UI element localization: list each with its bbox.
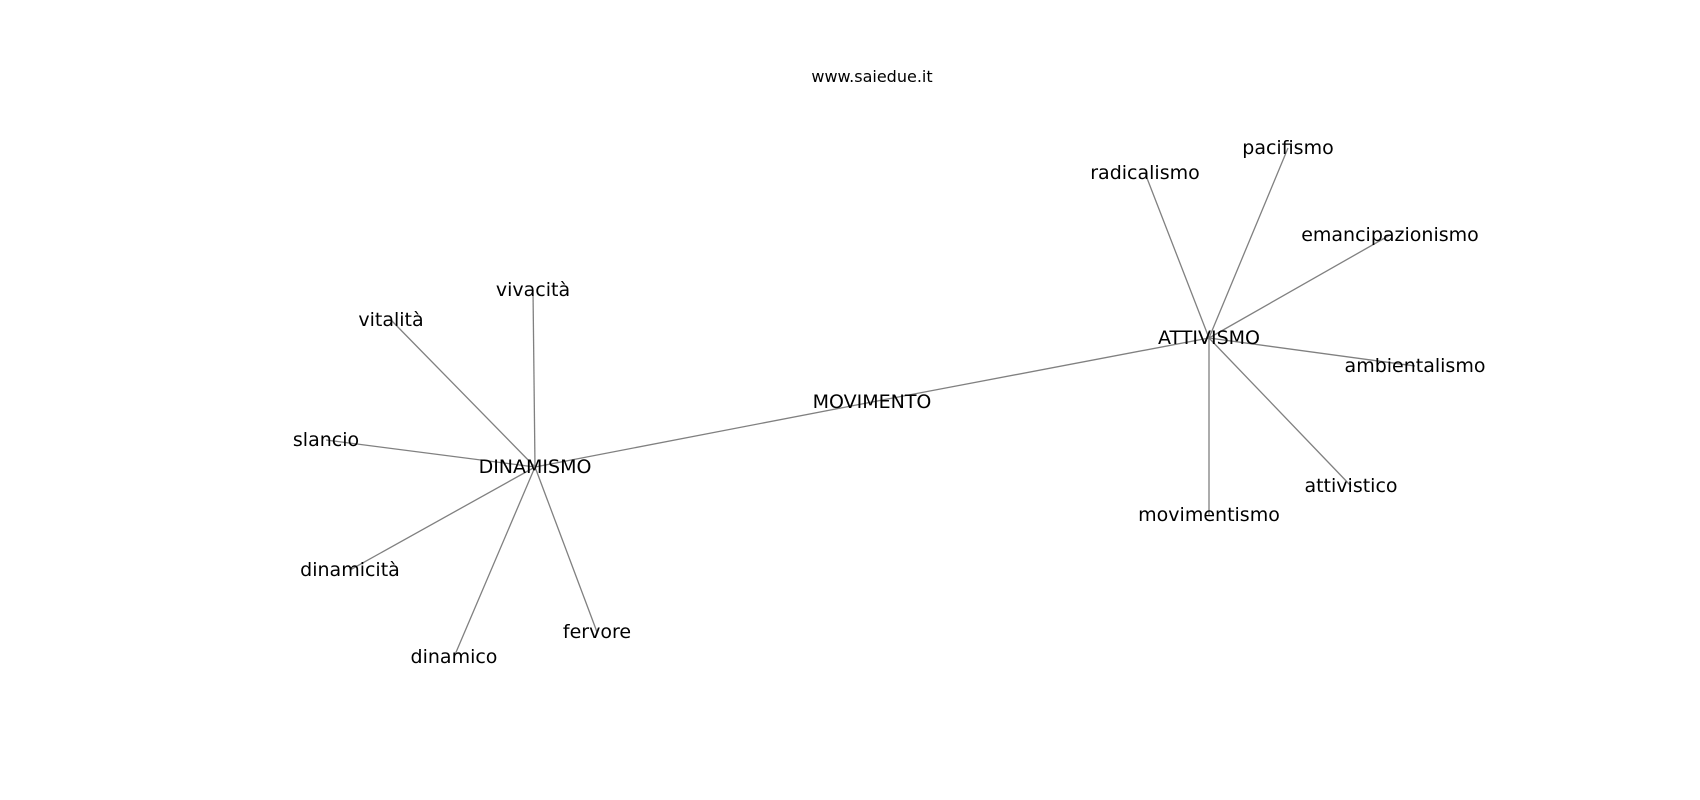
node-label-movimentismo: movimentismo (1138, 504, 1280, 526)
node-label-movimento: MOVIMENTO (813, 391, 932, 413)
node-label-dinamico: dinamico (411, 646, 498, 668)
node-label-attivismo: ATTIVISMO (1158, 327, 1260, 349)
edge-dinamismo-dinamico (453, 466, 536, 658)
node-label-dinamicita: dinamicità (300, 559, 400, 581)
edge-attivismo-radicalismo (1144, 172, 1210, 339)
node-label-pacifismo: pacifismo (1242, 137, 1333, 159)
edges-layer (325, 147, 1416, 658)
edge-attivismo-attivistico (1208, 337, 1352, 487)
node-label-radicalismo: radicalismo (1090, 162, 1199, 184)
node-label-vitalita: vitalità (358, 309, 423, 331)
edge-attivismo-pacifismo (1208, 147, 1289, 339)
edge-dinamismo-dinamicita (349, 466, 536, 571)
edge-attivismo-ambientalismo (1208, 337, 1416, 367)
node-label-vivacita: vivacità (496, 279, 570, 301)
node-label-ambientalismo: ambientalismo (1345, 355, 1486, 377)
edge-movimento-attivismo (871, 337, 1210, 403)
node-label-slancio: slancio (293, 429, 359, 451)
node-label-attivistico: attivistico (1304, 475, 1397, 497)
nodes-layer: MOVIMENTO DINAMISMO ATTIVISMO vivacità vital… (293, 137, 1486, 668)
node-label-fervore: fervore (563, 621, 631, 643)
node-label-emancipazionismo: emancipazionismo (1301, 224, 1479, 246)
node-label-dinamismo: DINAMISMO (479, 456, 592, 478)
edge-dinamismo-fervore (534, 466, 598, 633)
edge-dinamismo-vivacita (532, 289, 536, 468)
watermark-text: www.saiedue.it (811, 67, 932, 86)
edge-movimento-dinamismo (534, 401, 873, 468)
edge-dinamismo-vitalita (390, 319, 536, 468)
edge-attivismo-emancipazionismo (1208, 234, 1391, 339)
edge-dinamismo-slancio (325, 439, 536, 468)
